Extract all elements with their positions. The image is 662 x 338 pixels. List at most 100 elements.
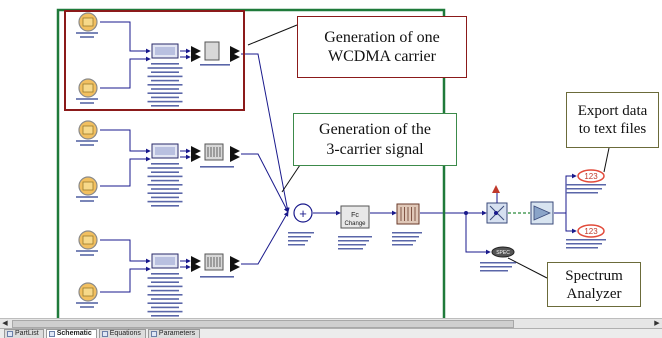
folder-icon — [82, 83, 94, 93]
amplifier-icon — [533, 205, 551, 221]
caption-line — [566, 243, 602, 245]
source-3-a — [76, 230, 98, 256]
param-line — [151, 315, 179, 317]
spectrum-callout-pointer — [507, 257, 548, 279]
wcdma-block-1 — [147, 43, 183, 111]
filter-caption — [200, 166, 234, 168]
sum-symbol: + — [299, 206, 307, 221]
junction-dot — [464, 211, 468, 215]
caption-line — [480, 266, 512, 268]
wires — [100, 21, 577, 293]
source-caption — [80, 306, 94, 308]
three-carrier-callout: Generation of the 3-carrier signal — [293, 113, 457, 166]
export-callout: Export data to text files — [566, 92, 659, 148]
param-line — [147, 100, 183, 103]
source-caption — [80, 200, 94, 202]
param-line — [147, 285, 183, 288]
source-1-b — [76, 78, 98, 104]
three-carrier-callout-pointer — [281, 164, 301, 193]
param-line — [147, 192, 183, 194]
fc-change-label: Fc Change — [344, 212, 366, 227]
tab-schematic[interactable]: Schematic — [45, 329, 97, 338]
source-caption — [80, 36, 94, 38]
lo-source-icon — [492, 185, 500, 193]
summer-icon — [293, 203, 313, 223]
partlist-icon — [7, 331, 13, 337]
caption-line — [338, 236, 372, 238]
junction-dot — [494, 211, 498, 215]
spectrum-analyzer-block[interactable]: SPEC — [491, 246, 515, 258]
export-callout-pointer — [603, 147, 610, 173]
param-line — [151, 306, 179, 309]
caption-line — [288, 236, 311, 238]
caption-line — [566, 247, 598, 249]
caption-line — [480, 270, 508, 272]
wire-to-export-2 — [565, 213, 577, 234]
source-caption — [76, 140, 98, 142]
caption-line — [392, 232, 422, 234]
wcdma-callout-pointer — [247, 24, 298, 46]
source-caption — [76, 196, 98, 198]
source-2-b — [76, 176, 98, 202]
source-2-a — [76, 120, 98, 146]
param-line — [147, 84, 183, 86]
wire-source-b — [100, 266, 151, 293]
param-line — [151, 196, 179, 199]
param-line — [147, 310, 183, 313]
param-line — [151, 205, 179, 207]
caption-line — [480, 262, 516, 264]
spectrum-callout: Spectrum Analyzer — [547, 262, 641, 307]
amp-d-icon — [230, 152, 240, 162]
caption-line — [566, 239, 606, 241]
param-line — [151, 63, 179, 65]
tab-schematic-label: Schematic — [56, 330, 92, 337]
scroll-left-arrow-icon[interactable]: ◀ — [2, 320, 8, 327]
param-line — [147, 294, 183, 296]
wcdma-block-3 — [147, 253, 183, 321]
tab-bar: PartList Schematic Equations Parameters — [0, 328, 662, 338]
analyzer-label: SPEC — [496, 250, 510, 256]
param-line — [151, 163, 179, 165]
wire-source-b — [100, 156, 151, 187]
folder-icon — [82, 235, 94, 245]
fc-label: Fc — [351, 212, 359, 219]
export-output-1[interactable]: 123 — [577, 169, 605, 183]
tab-parameters[interactable]: Parameters — [147, 329, 201, 338]
wire-to-sum — [241, 153, 289, 213]
source-3-b — [76, 282, 98, 308]
scroll-thumb[interactable] — [12, 320, 514, 328]
tab-equations[interactable]: Equations — [98, 329, 146, 338]
param-line — [151, 179, 179, 182]
phase-block-icon — [204, 41, 220, 61]
param-line — [151, 281, 179, 283]
scroll-right-arrow-icon[interactable]: ▶ — [654, 320, 660, 327]
wcdma-callout-text: Generation of one WCDMA carrier — [324, 28, 440, 65]
equations-icon — [101, 331, 108, 337]
param-line — [147, 75, 183, 78]
caption-line — [288, 240, 308, 242]
three-carrier-callout-text: Generation of the 3-carrier signal — [319, 121, 431, 158]
wire-to-sum — [241, 211, 289, 265]
wire-to-analyzer — [465, 213, 491, 255]
wire-to-export-1 — [554, 173, 577, 214]
folder-icon — [82, 17, 94, 27]
tab-partlist[interactable]: PartList — [4, 329, 44, 338]
param-line — [147, 184, 183, 186]
param-line — [147, 200, 183, 203]
amp-d-icon — [230, 52, 240, 62]
horizontal-scrollbar[interactable]: ◀ ▶ — [0, 318, 662, 328]
tab-partlist-label: PartList — [15, 330, 39, 337]
export-output-2[interactable]: 123 — [577, 224, 605, 238]
param-line — [147, 277, 183, 279]
caption-line — [392, 240, 416, 242]
param-line — [151, 171, 179, 173]
source-caption — [76, 32, 98, 34]
wcdma-callout: Generation of one WCDMA carrier — [297, 16, 467, 78]
folder-icon — [82, 125, 94, 135]
carrier-block-fill — [155, 47, 175, 55]
param-line — [151, 289, 179, 292]
caption-line — [288, 244, 305, 246]
source-caption — [76, 302, 98, 304]
